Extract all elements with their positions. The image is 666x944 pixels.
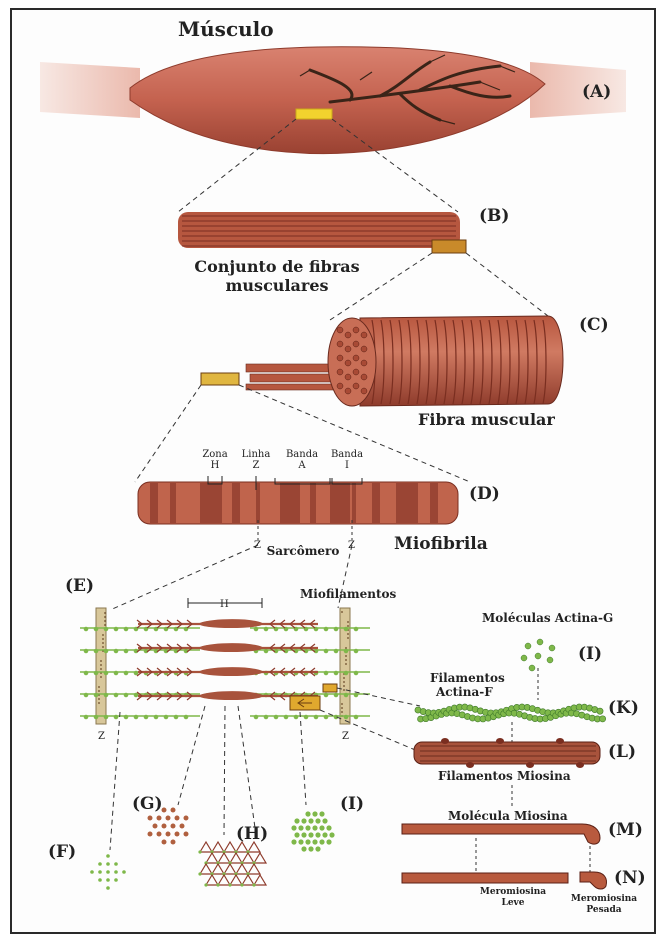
- fiber-label: Fibra muscular: [418, 412, 555, 428]
- heavy-meromyosin-line2: Pesada: [586, 906, 621, 915]
- banda-a-line2: A: [298, 461, 305, 471]
- sarcomere-z-left: Z: [98, 732, 105, 742]
- cross-section-leaders: [110, 706, 306, 850]
- myofibril-z-left: Z: [254, 541, 261, 551]
- cross-section-actin: [90, 854, 126, 890]
- cross-section-overlap: [198, 842, 266, 887]
- sarcomero-label: Sarcômero: [267, 545, 340, 557]
- whole-muscle: [40, 47, 626, 212]
- light-meromyosin-line2: Leve: [501, 899, 524, 908]
- bundle-label-line2: musculares: [225, 278, 328, 294]
- sarcomere: [80, 598, 370, 724]
- myosin-filaments-label: Filamentos Miosina: [438, 770, 571, 782]
- label-f: (F): [48, 844, 76, 861]
- label-d: (D): [469, 486, 500, 503]
- light-meromyosin-line1: Meromiosina: [480, 888, 546, 897]
- highlight-box: [296, 109, 332, 119]
- banda-i-line1: Banda: [331, 450, 363, 460]
- zona-h-line2: H: [211, 461, 220, 471]
- linha-z-line2: Z: [253, 461, 260, 471]
- linha-z-line1: Linha: [242, 450, 271, 460]
- bundle-label-line1: Conjunto de fibras: [194, 259, 359, 275]
- banda-a-line1: Banda: [286, 450, 318, 460]
- label-i-actin: (I): [578, 646, 602, 663]
- label-g: (G): [132, 796, 163, 813]
- banda-i-line2: I: [345, 461, 349, 471]
- actin-g-label: Moléculas Actina-G: [482, 612, 613, 624]
- heavy-meromyosin-line1: Meromiosina: [571, 895, 637, 904]
- label-c: (C): [579, 317, 609, 334]
- title-musculo: Músculo: [178, 19, 274, 39]
- actin-f-label-line2: Actina-F: [436, 686, 493, 698]
- label-e: (E): [65, 578, 94, 595]
- h-zone-label: H: [220, 600, 229, 610]
- label-n: (N): [614, 870, 646, 887]
- label-b: (B): [479, 208, 509, 225]
- label-l: (L): [608, 744, 636, 761]
- label-m: (M): [608, 822, 643, 839]
- sarcomere-z-right: Z: [342, 732, 349, 742]
- myosin-molecule-label: Molécula Miosina: [448, 810, 568, 822]
- actin-f-label-line1: Filamentos: [430, 672, 505, 684]
- label-a: (A): [582, 84, 611, 101]
- label-i-cross: (I): [340, 796, 364, 813]
- label-h: (H): [236, 826, 268, 843]
- myosin-breakdown: [402, 722, 607, 889]
- myofilaments-label: Miofilamentos: [300, 588, 396, 600]
- myofibril-label: Miofibrila: [394, 536, 488, 553]
- cross-section-actin-dense: [291, 811, 334, 851]
- zona-h-line1: Zona: [202, 450, 227, 460]
- label-k: (K): [608, 700, 639, 717]
- myofibril-z-right: Z: [348, 541, 355, 551]
